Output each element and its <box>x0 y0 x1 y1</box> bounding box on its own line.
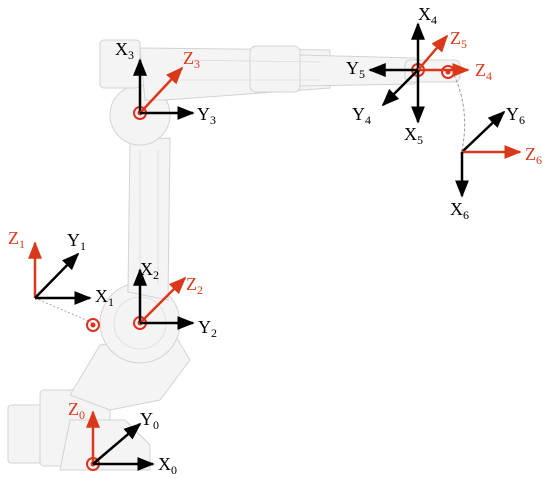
frame-4-y-axis <box>381 69 419 107</box>
frame-0-x-label: X0 <box>158 454 177 477</box>
frame-0-y-axis <box>92 422 142 465</box>
frame-0: Z0 Y0 X0 <box>68 399 177 477</box>
frame-1-x-label: X1 <box>95 286 114 309</box>
frame-6-y-axis <box>461 110 506 153</box>
frame-1-z-label: Z1 <box>8 228 25 251</box>
frame-2-z-axis <box>139 276 187 324</box>
frame-5-y-label: Y5 <box>346 58 365 81</box>
joint-marker-1 <box>86 318 100 332</box>
frame-1: Z1 Y1 X1 <box>8 228 114 309</box>
frame-5: Z5 Y5 X5 <box>346 28 467 147</box>
frame-3-y-label: Y3 <box>197 104 216 127</box>
frame-4-y-label: Y4 <box>352 104 371 127</box>
frame-2-y-label: Y2 <box>198 317 217 340</box>
frame-3: X3 Z3 Y3 <box>115 39 216 127</box>
frame-5-z-label: Z5 <box>450 28 467 51</box>
frame-6-y-label: Y6 <box>506 104 525 127</box>
frame-0-y-label: Y0 <box>140 409 159 432</box>
frame-0-z-label: Z0 <box>68 399 85 422</box>
frame-6: Y6 Z6 X6 <box>450 104 542 222</box>
frame-4-x-label: X4 <box>418 4 437 27</box>
frame-1-y-axis <box>34 252 80 299</box>
frame-3-x-label: X3 <box>115 39 134 62</box>
frame-2: X2 Z2 Y2 <box>133 259 217 340</box>
frame-6-z-label: Z6 <box>525 144 542 167</box>
frame-1-y-label: Y1 <box>67 230 86 253</box>
frame-2-x-label: X2 <box>140 259 159 282</box>
frame-4-z-label: Z4 <box>475 60 492 83</box>
frame-3-z-axis <box>139 66 184 114</box>
frame-2-z-label: Z2 <box>186 274 203 297</box>
frame-6-x-label: X6 <box>450 199 469 222</box>
frame-5-x-label: X5 <box>404 124 423 147</box>
frame-3-z-label: Z3 <box>183 48 200 71</box>
frame-5-z-axis <box>417 34 449 71</box>
frame-4: X4 Z4 Y4 <box>352 4 492 127</box>
